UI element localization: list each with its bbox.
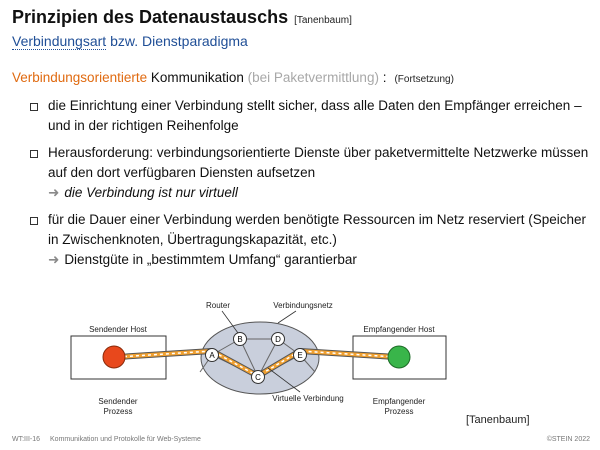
footer-slide-number: WT:III-16 bbox=[12, 436, 41, 443]
svg-text:B: B bbox=[237, 335, 242, 344]
footer-left: WT:III-16 Kommunikation und Protokolle fü… bbox=[12, 436, 211, 443]
network-cloud bbox=[200, 321, 320, 395]
bullet-list: die Einrichtung einer Verbindung stellt … bbox=[30, 96, 590, 277]
subtitle-term-link[interactable]: Verbindungsart bbox=[12, 33, 107, 50]
section-heading: Verbindungsorientierte Kommunikation (be… bbox=[12, 70, 454, 85]
label-router: Router bbox=[206, 301, 230, 310]
receiver-process-circle bbox=[387, 345, 411, 369]
subtitle-rest: bzw. Dienstparadigma bbox=[106, 33, 248, 49]
label-sender-process-1: Sendender bbox=[98, 397, 137, 406]
label-sender-host: Sendender Host bbox=[89, 325, 148, 334]
svg-text:C: C bbox=[255, 373, 261, 382]
slide-title: Prinzipien des Datenaustauschs [Tanenbaum… bbox=[12, 7, 352, 28]
title-text: Prinzipien des Datenaustauschs bbox=[12, 7, 289, 27]
bullet-subpoint-text: die Verbindung ist nur virtuell bbox=[64, 185, 238, 200]
slide-subtitle: Verbindungsart bzw. Dienstparadigma bbox=[12, 33, 248, 50]
arrow-right-icon: ➜ bbox=[48, 185, 60, 200]
figure-citation: [Tanenbaum] bbox=[466, 414, 530, 426]
label-receiver-host: Empfangender Host bbox=[363, 325, 435, 334]
bullet-item: Herausforderung: verbindungsorientierte … bbox=[30, 143, 590, 203]
heading-grey: (bei Paketvermittlung) bbox=[247, 70, 379, 85]
arrow-right-icon: ➜ bbox=[48, 252, 60, 267]
router-node-b: B bbox=[233, 332, 247, 346]
network-diagram: A B C D E Router Verbindungsnetz Send bbox=[70, 301, 447, 416]
title-citation: [Tanenbaum] bbox=[294, 15, 352, 26]
label-receiver-process-2: Prozess bbox=[385, 407, 414, 416]
heading-continued: (Fortsetzung) bbox=[394, 74, 454, 85]
svg-text:E: E bbox=[297, 351, 302, 360]
sender-process-circle bbox=[102, 345, 126, 369]
router-node-e: E bbox=[293, 348, 307, 362]
bullet-text: für die Dauer einer Verbindung werden be… bbox=[48, 212, 587, 247]
bullet-subpoint: ➜ die Verbindung ist nur virtuell bbox=[48, 183, 590, 203]
label-receiver-process-1: Empfangender bbox=[373, 397, 426, 406]
bullet-subpoint: ➜ Dienstgüte in „bestimmtem Umfang“ garan… bbox=[48, 250, 590, 270]
bullet-item: für die Dauer einer Verbindung werden be… bbox=[30, 210, 590, 270]
router-node-a: A bbox=[205, 348, 219, 362]
bullet-text: Herausforderung: verbindungsorientierte … bbox=[48, 145, 589, 180]
bullet-box-icon bbox=[30, 150, 38, 158]
footer-copyright: ©STEIN 2022 bbox=[546, 436, 590, 443]
router-node-d: D bbox=[271, 332, 285, 346]
heading-colon: : bbox=[378, 70, 387, 85]
router-node-c: C bbox=[251, 370, 265, 384]
bullet-text: die Einrichtung einer Verbindung stellt … bbox=[48, 98, 582, 133]
footer-course-title: Kommunikation und Protokolle für Web-Sys… bbox=[50, 436, 201, 443]
bullet-subpoint-text: Dienstgüte in „bestimmtem Umfang“ garant… bbox=[64, 252, 357, 267]
label-pointers bbox=[221, 310, 301, 393]
bullet-box-icon bbox=[30, 217, 38, 225]
heading-normal: Kommunikation bbox=[147, 70, 248, 85]
bullet-item: die Einrichtung einer Verbindung stellt … bbox=[30, 96, 590, 136]
svg-text:D: D bbox=[275, 335, 281, 344]
bullet-box-icon bbox=[30, 103, 38, 111]
label-sender-process-2: Prozess bbox=[104, 407, 133, 416]
heading-orange: Verbindungsorientierte bbox=[12, 70, 148, 85]
svg-text:A: A bbox=[209, 351, 215, 360]
label-network: Verbindungsnetz bbox=[273, 301, 333, 310]
label-virtual-connection: Virtuelle Verbindung bbox=[272, 394, 343, 403]
